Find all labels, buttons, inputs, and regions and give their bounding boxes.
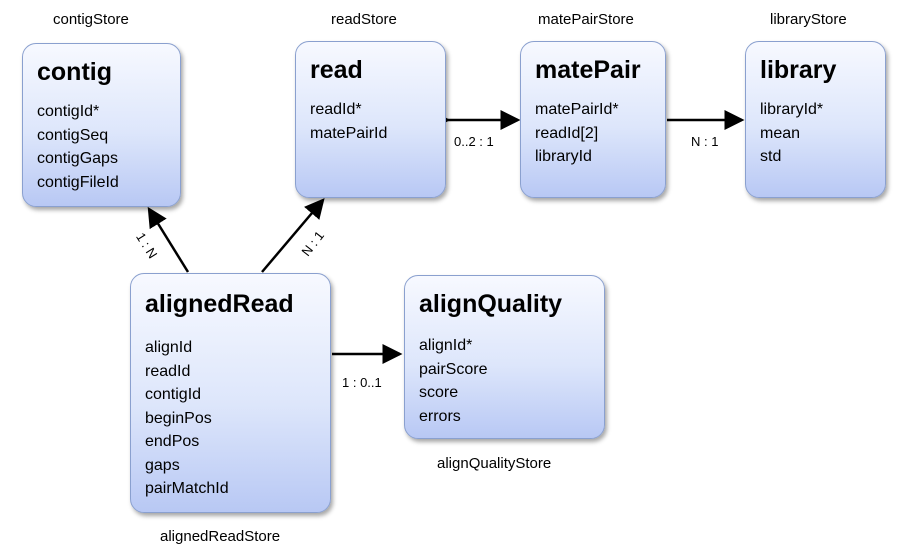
entity-field: score xyxy=(419,384,459,401)
entity-field: contigGaps xyxy=(37,150,118,167)
arrow-alignedread-contig xyxy=(147,206,190,273)
store-label-alignedread: alignedReadStore xyxy=(160,528,281,545)
entity-field: beginPos xyxy=(145,409,212,427)
entity-field: pairMatchId xyxy=(145,480,229,497)
entity-field: errors xyxy=(419,407,461,425)
store-label-alignquality: alignQualityStore xyxy=(437,455,552,472)
entity-field: readId xyxy=(145,362,191,380)
entity-title: contig xyxy=(37,58,112,86)
entity-title: alignQuality xyxy=(419,290,563,318)
entity-field: readId[2] xyxy=(535,124,599,142)
entity-matepair: matePair matePairId* readId[2] libraryId xyxy=(520,41,666,198)
entity-field: contigFileId xyxy=(37,173,119,191)
entity-field: gaps xyxy=(145,456,180,474)
entity-title: read xyxy=(310,56,363,84)
store-label-matepair: matePairStore xyxy=(538,11,634,28)
arrow-alignedread-read xyxy=(261,198,325,273)
entity-alignedread: alignedRead alignId readId contigId begi… xyxy=(130,273,331,513)
entity-title: alignedRead xyxy=(145,290,294,318)
entity-field: readId* xyxy=(310,101,362,118)
entity-field: std xyxy=(760,148,782,165)
entity-field: alignId* xyxy=(419,337,473,354)
relation-label-alignedread-alignquality: 1 : 0..1 xyxy=(342,375,382,390)
entity-read: read readId* matePairId xyxy=(295,41,446,198)
entity-field: contigId* xyxy=(37,103,100,120)
entity-alignquality: alignQuality alignId* pairScore score er… xyxy=(404,275,605,439)
entity-title: library xyxy=(760,56,837,84)
entity-field: matePairId* xyxy=(535,101,619,118)
entity-field: contigId xyxy=(145,386,202,403)
entity-field: mean xyxy=(760,124,801,142)
relation-label-matepair-library: N : 1 xyxy=(691,134,719,149)
entity-field: alignId xyxy=(145,339,193,356)
entity-field: pairScore xyxy=(419,360,488,378)
entity-field: libraryId* xyxy=(760,101,824,118)
store-label-read: readStore xyxy=(331,11,397,28)
relation-label-read-matepair: 0..2 : 1 xyxy=(454,134,494,149)
store-label-contig: contigStore xyxy=(53,11,129,28)
entity-field: endPos xyxy=(145,433,200,450)
entity-library: library libraryId* mean std xyxy=(745,41,886,198)
entity-field: matePairId xyxy=(310,124,388,142)
entity-title: matePair xyxy=(535,56,641,84)
store-label-library: libraryStore xyxy=(770,11,847,28)
entity-field: contigSeq xyxy=(37,126,109,144)
entity-contig: contig contigId* contigSeq contigGaps co… xyxy=(22,43,181,207)
entity-field: libraryId xyxy=(535,148,592,165)
